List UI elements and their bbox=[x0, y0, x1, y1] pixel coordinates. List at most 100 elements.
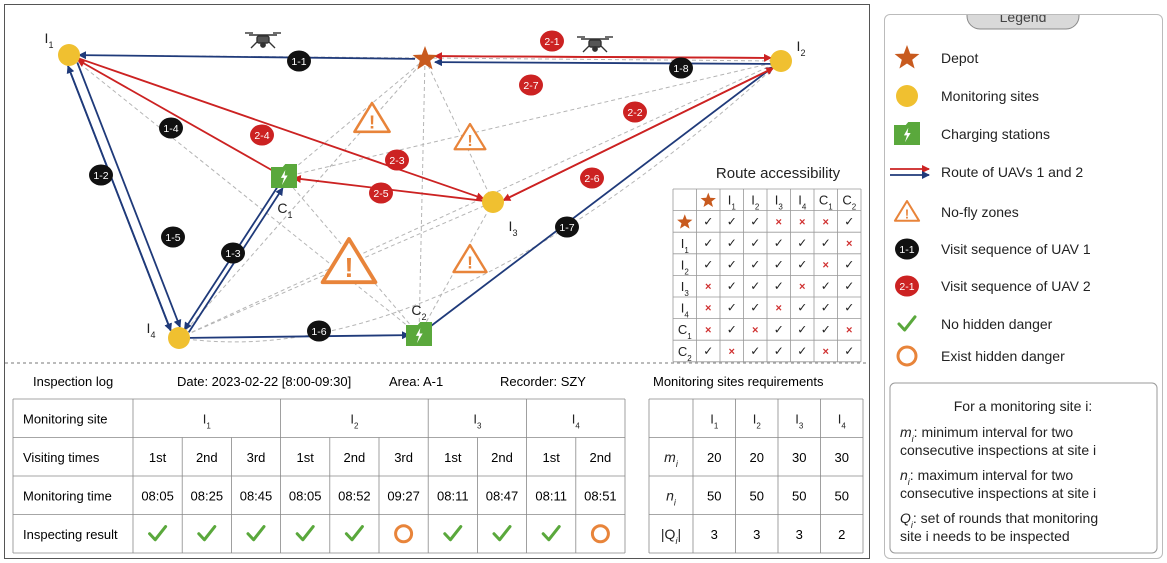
warning-mark: ! bbox=[905, 207, 909, 221]
warning-mark: ! bbox=[467, 253, 473, 273]
uav2-sequence-badge: 2-7 bbox=[519, 74, 543, 96]
accessibility-cell: ✓ bbox=[727, 301, 737, 315]
visit-order: 2nd bbox=[344, 450, 366, 465]
badge-circle bbox=[623, 101, 647, 123]
requirements-row-label: |Qi| bbox=[661, 526, 681, 546]
visit-order: 3rd bbox=[394, 450, 413, 465]
node-label-I2: I2 bbox=[797, 38, 806, 58]
uav1-route-segment bbox=[188, 331, 410, 340]
no-fly-zone-icon: ! bbox=[353, 101, 391, 134]
legend-item-label: Monitoring sites bbox=[941, 88, 1039, 104]
badge-circle bbox=[89, 164, 113, 186]
monitoring-site-I4 bbox=[168, 327, 190, 349]
drone-camera bbox=[260, 42, 266, 48]
accessibility-cell: × bbox=[776, 303, 782, 315]
uav1-route-segment bbox=[76, 62, 182, 328]
warning-triangle bbox=[453, 122, 487, 151]
uav1-sequence-icon: 1-1 bbox=[895, 238, 919, 260]
table-row-header: I4 bbox=[681, 301, 690, 320]
log-site-header: I3 bbox=[473, 411, 482, 430]
accessibility-cell: ✓ bbox=[774, 279, 784, 293]
drone-body bbox=[256, 35, 270, 44]
accessibility-cell: ✓ bbox=[703, 214, 713, 228]
accessibility-cell: ✓ bbox=[821, 279, 831, 293]
accessibility-cell: ✓ bbox=[844, 301, 854, 315]
uav2-route-segment bbox=[78, 57, 485, 201]
badge-circle bbox=[555, 216, 579, 238]
table-row-header: I1 bbox=[681, 236, 690, 255]
drone-icon bbox=[577, 36, 613, 53]
charging-station-C2 bbox=[406, 322, 432, 346]
danger-ring-icon bbox=[394, 524, 414, 544]
badge-label: 2-5 bbox=[373, 188, 388, 200]
table-column-header: I1 bbox=[728, 193, 737, 212]
check-icon bbox=[897, 315, 917, 332]
warning-mark: ! bbox=[467, 132, 472, 150]
badge-circle bbox=[540, 30, 564, 52]
accessibility-cell: × bbox=[705, 303, 711, 315]
badge-circle bbox=[250, 124, 274, 146]
no-fly-zone-icon: ! bbox=[452, 243, 488, 274]
legend-item-label: Route of UAVs 1 and 2 bbox=[941, 164, 1083, 180]
accessibility-cell: × bbox=[799, 216, 805, 228]
definition-line: site i needs to be inspected bbox=[900, 528, 1070, 544]
monitoring-time: 08:45 bbox=[240, 488, 273, 503]
definition-line: ni: maximum interval for two bbox=[900, 467, 1073, 487]
requirement-value: 2 bbox=[838, 527, 845, 542]
accessibility-cell: × bbox=[799, 281, 805, 293]
inspection-log-title: Inspection log bbox=[33, 374, 113, 389]
depot-star-icon bbox=[700, 192, 716, 207]
definition-line: Qi: set of rounds that monitoring bbox=[900, 510, 1098, 530]
accessibility-cell: ✓ bbox=[844, 344, 854, 358]
requirements-row-label: ni bbox=[666, 487, 677, 507]
route-accessibility-title: Route accessibility bbox=[716, 165, 841, 182]
badge-circle bbox=[221, 242, 245, 264]
badge-circle bbox=[369, 182, 393, 204]
accessibility-cell: ✓ bbox=[774, 322, 784, 336]
legend-item-label: Visit sequence of UAV 1 bbox=[941, 241, 1091, 257]
badge-label: 2-4 bbox=[254, 130, 269, 142]
warning-triangle bbox=[452, 243, 488, 274]
dashed-edge bbox=[178, 60, 782, 343]
legend-item-label: Visit sequence of UAV 2 bbox=[941, 278, 1091, 294]
badge-circle bbox=[580, 167, 604, 189]
warning-mark: ! bbox=[369, 111, 375, 132]
log-row-label: Monitoring time bbox=[23, 488, 112, 503]
accessibility-cell: ✓ bbox=[797, 301, 807, 315]
check-icon bbox=[148, 525, 168, 542]
lightning-icon bbox=[903, 127, 911, 143]
lightning-icon bbox=[280, 170, 288, 186]
accessibility-cell: × bbox=[776, 216, 782, 228]
accessibility-cell: ✓ bbox=[727, 257, 737, 271]
requirement-value: 50 bbox=[750, 488, 764, 503]
monitoring-time: 08:51 bbox=[584, 488, 617, 503]
check-icon bbox=[246, 525, 266, 542]
log-row-label: Inspecting result bbox=[23, 527, 118, 542]
badge-circle bbox=[519, 74, 543, 96]
warning-triangle bbox=[893, 200, 921, 222]
uav1-route-segment bbox=[426, 66, 774, 330]
accessibility-cell: ✓ bbox=[774, 344, 784, 358]
monitoring-time: 08:11 bbox=[437, 488, 469, 503]
table-column-header: I2 bbox=[751, 193, 760, 212]
accessibility-cell: × bbox=[752, 324, 758, 336]
check-icon bbox=[541, 525, 561, 542]
accessibility-cell: × bbox=[705, 324, 711, 336]
monitoring-time: 09:27 bbox=[387, 488, 420, 503]
drone-icon bbox=[245, 32, 281, 49]
accessibility-cell: ✓ bbox=[703, 344, 713, 358]
accessibility-cell: ✓ bbox=[821, 301, 831, 315]
accessibility-cell: ✓ bbox=[774, 257, 784, 271]
requirement-value: 3 bbox=[753, 527, 760, 542]
log-row-label: Monitoring site bbox=[23, 411, 108, 426]
requirement-value: 20 bbox=[707, 450, 721, 465]
accessibility-cell: × bbox=[846, 238, 852, 250]
badge-label: 2-3 bbox=[389, 155, 404, 167]
badge-label: 1-1 bbox=[291, 56, 306, 68]
legend-title: Legend bbox=[1000, 15, 1047, 25]
requirements-column-header: I4 bbox=[838, 411, 847, 430]
